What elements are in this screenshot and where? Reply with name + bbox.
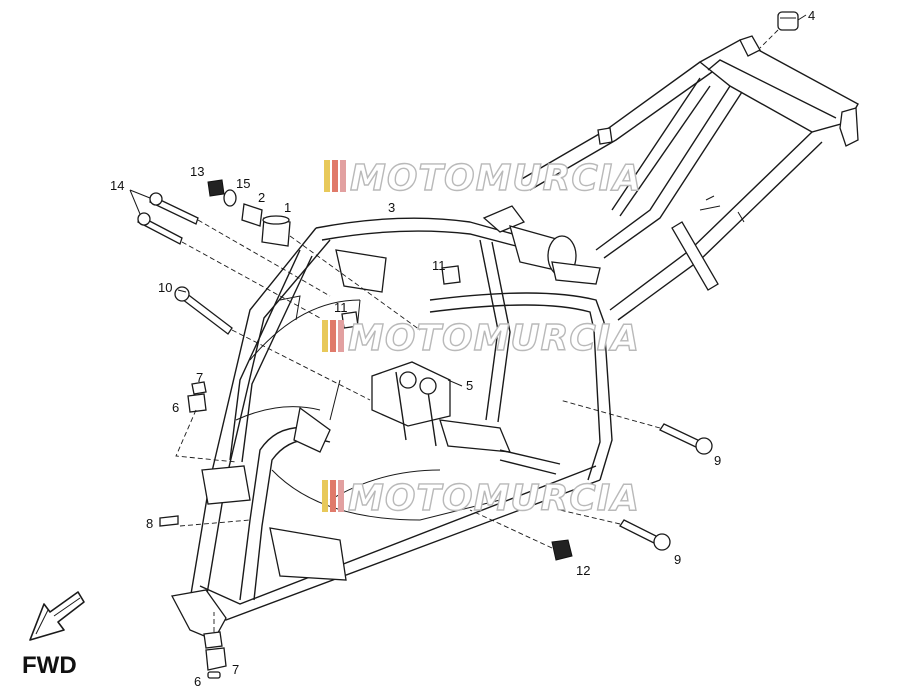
callout-5: 5 <box>466 378 473 393</box>
watermark-2: MOTOMURCIA <box>322 317 640 360</box>
part-9-bolts <box>619 423 713 551</box>
watermark-text-1: MOTOMURCIA <box>350 158 642 199</box>
callout-7-top: 7 <box>196 370 203 385</box>
assembly-lines <box>175 29 779 632</box>
watermark-1: MOTOMURCIA <box>324 157 642 200</box>
callout-7-bottom: 7 <box>232 662 239 677</box>
fwd-label: FWD <box>22 652 77 679</box>
callout-10: 10 <box>158 280 172 295</box>
callout-2: 2 <box>258 190 265 205</box>
callout-6-bottom: 6 <box>194 674 201 689</box>
watermarks: MOTOMURCIA MOTOMURCIA MOTOMURCIA <box>322 157 642 520</box>
rear-subframe <box>519 35 859 321</box>
callouts: 4 13 15 2 1 14 3 11 10 11 7 6 5 9 8 9 12… <box>110 8 815 689</box>
callout-11-top: 11 <box>432 258 446 273</box>
callout-6-top: 6 <box>172 400 179 415</box>
part-13-nut <box>207 179 225 197</box>
callout-15: 15 <box>236 176 250 191</box>
part-12-nut <box>551 539 573 561</box>
part-7-6-bottom <box>203 631 227 679</box>
part-7-6-top <box>187 381 207 413</box>
front-cradle <box>171 227 601 641</box>
callout-9-top: 9 <box>714 453 721 468</box>
engine-mounts <box>235 295 561 521</box>
watermark-text-3: MOTOMURCIA <box>348 478 640 519</box>
part-14-bolts <box>137 192 199 245</box>
callout-12: 12 <box>576 563 590 578</box>
callout-11-mid: 11 <box>334 300 348 315</box>
part-1-bushing <box>261 215 291 247</box>
part-8-pin <box>159 515 179 527</box>
part-10-bolt <box>174 286 233 335</box>
part-4-cap <box>777 11 799 31</box>
callout-9-bottom: 9 <box>674 552 681 567</box>
part-11-nuts <box>341 265 461 329</box>
watermark-3: MOTOMURCIA <box>322 477 640 520</box>
callout-4: 4 <box>808 8 815 23</box>
callout-8: 8 <box>146 516 153 531</box>
forward-arrow-icon <box>29 591 85 641</box>
callout-13: 13 <box>190 164 204 179</box>
part-15-washer <box>223 189 237 207</box>
callout-3: 3 <box>388 200 395 215</box>
part-2-spacer <box>241 203 263 227</box>
callout-1: 1 <box>284 200 291 215</box>
watermark-text-2: MOTOMURCIA <box>348 318 640 359</box>
callout-14: 14 <box>110 178 124 193</box>
leader-lines <box>129 14 807 387</box>
